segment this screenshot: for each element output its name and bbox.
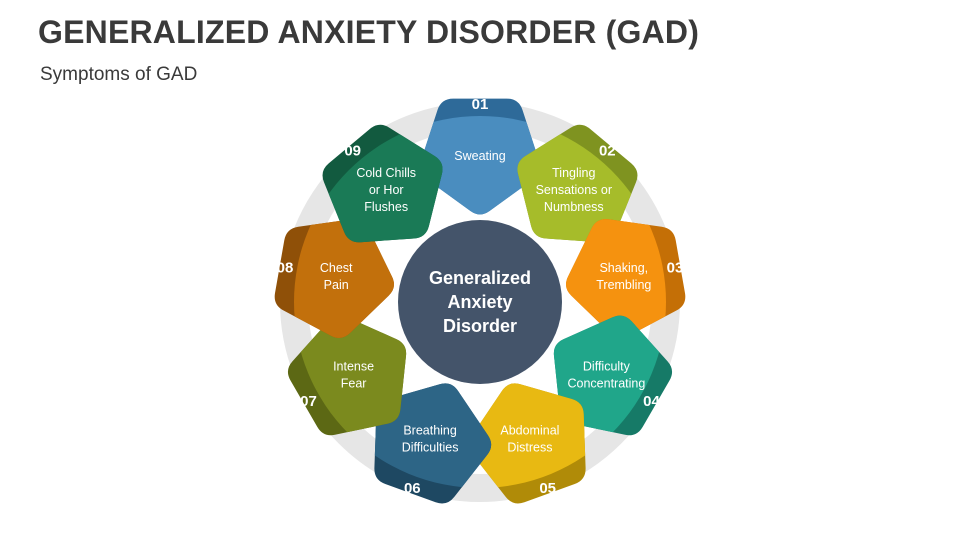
petal-shape-inner	[553, 315, 666, 436]
petal-shape-inner	[517, 124, 638, 243]
symptom-label: Shaking,Trembling	[596, 261, 651, 292]
symptom-number: 07	[300, 393, 317, 410]
symptom-number: 02	[599, 142, 616, 159]
petal-shape-inner	[294, 315, 407, 436]
symptom-number: 01	[472, 96, 489, 113]
symptom-number: 06	[404, 480, 421, 497]
symptom-number: 09	[344, 142, 361, 159]
page-title: GENERALIZED ANXIETY DISORDER (GAD)	[38, 14, 700, 50]
symptom-number: 08	[277, 260, 294, 277]
symptom-number: 04	[643, 393, 660, 410]
petal-shape-inner	[322, 124, 443, 243]
symptom-petal-03: 03 Shaking,Trembling	[565, 219, 686, 338]
page-subtitle: Symptoms of GAD	[40, 64, 198, 85]
symptom-number: 05	[539, 480, 556, 497]
symptom-label: Sweating	[454, 149, 505, 163]
symptom-number: 03	[667, 260, 684, 277]
center-circle	[398, 220, 562, 384]
